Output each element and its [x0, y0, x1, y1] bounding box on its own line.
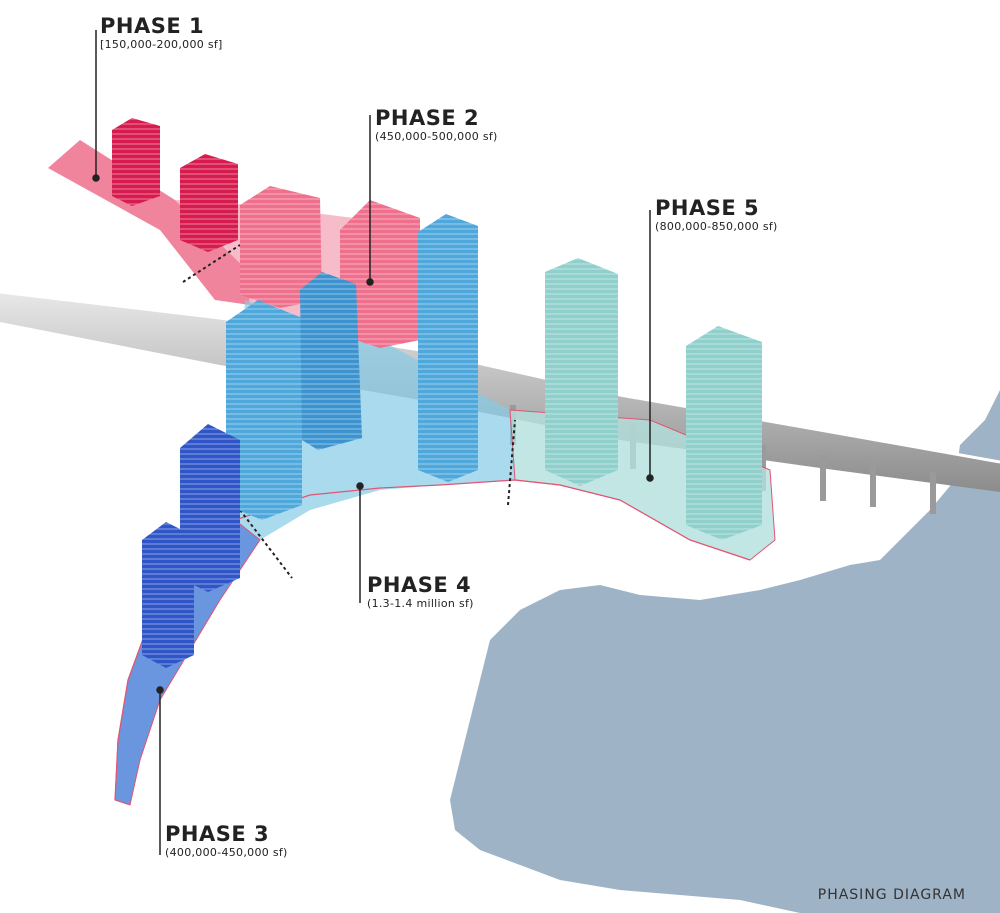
phase-dividers	[182, 244, 516, 579]
leader-lines	[92, 30, 654, 855]
site-boundary	[114, 479, 751, 801]
phase-2-label: PHASE 2 (450,000-500,000 sf)	[375, 106, 498, 144]
phase-5-towers	[545, 258, 762, 540]
phase-5-label: PHASE 5 (800,000-850,000 sf)	[655, 196, 778, 234]
phase-1-area: [150,000-200,000 sf]	[100, 38, 223, 51]
phase-5-area: (800,000-850,000 sf)	[655, 220, 778, 233]
phase-4-label: PHASE 4 (1.3-1.4 million sf)	[367, 573, 474, 611]
phase-3-towers	[142, 424, 240, 668]
phase-1-towers	[112, 118, 238, 252]
phase-4-area: (1.3-1.4 million sf)	[367, 597, 474, 610]
phase-3-area: (400,000-450,000 sf)	[165, 846, 288, 859]
phase-2-towers	[240, 186, 420, 348]
diagram-caption: PHASING DIAGRAM	[817, 887, 966, 903]
phase-2-area: (450,000-500,000 sf)	[375, 130, 498, 143]
bridge-edge	[0, 290, 1000, 464]
phase-2-name: PHASE 2	[375, 106, 480, 130]
phase-1-label: PHASE 1 [150,000-200,000 sf]	[100, 14, 223, 52]
phase-4-towers	[226, 214, 478, 520]
phase-4-name: PHASE 4	[367, 573, 472, 597]
phase-1-name: PHASE 1	[100, 14, 205, 38]
phase-3-name: PHASE 3	[165, 822, 270, 846]
phase-1-site	[48, 140, 250, 305]
phase-5-name: PHASE 5	[655, 196, 760, 220]
phase-3-label: PHASE 3 (400,000-450,000 sf)	[165, 822, 288, 860]
water-body	[450, 390, 1000, 913]
